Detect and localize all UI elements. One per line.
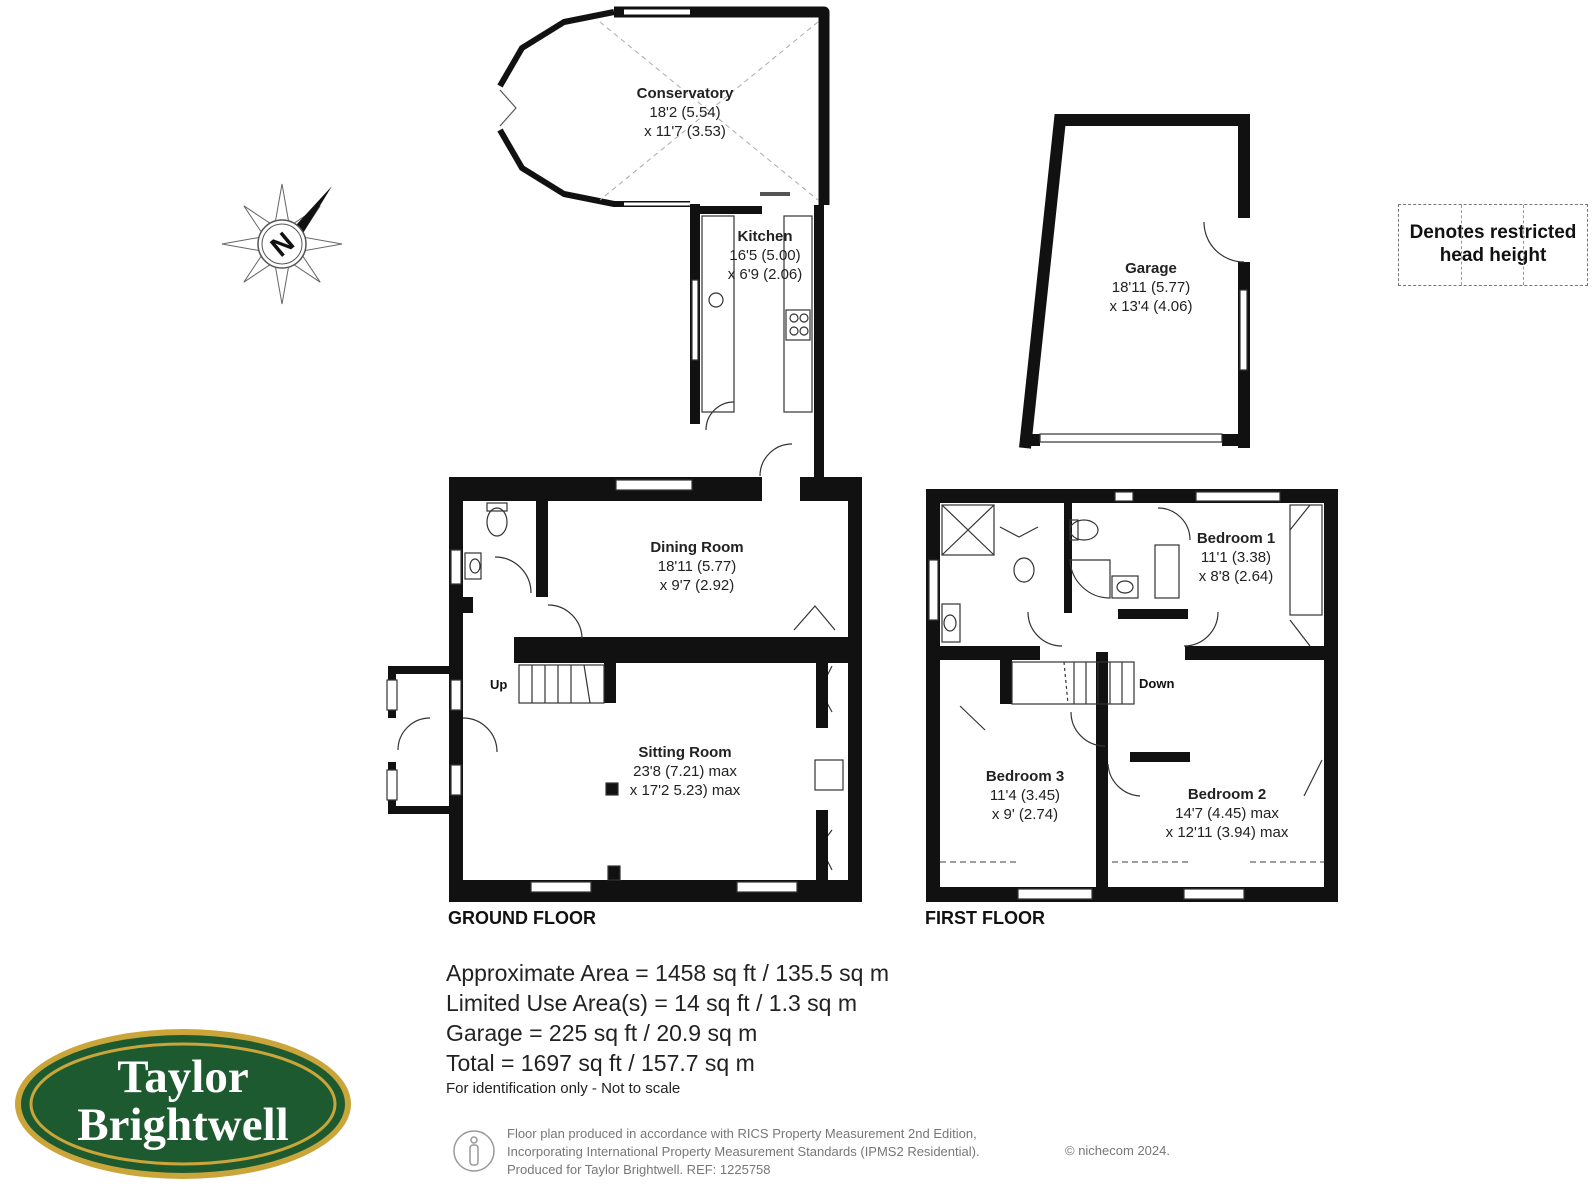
legend-line-2: head height: [1439, 245, 1547, 266]
room-dim: x 6'9 (2.06): [728, 266, 803, 283]
room-dim: 23'8 (7.21) max: [633, 763, 737, 780]
porch-windows: [386, 679, 398, 801]
conservatory-diagonals: [599, 21, 819, 201]
compass-north-icon: N: [221, 183, 343, 305]
room-dining: Dining Room 18'11 (5.77) x 9'7 (2.92): [650, 539, 743, 594]
room-dim: x 8'8 (2.64): [1199, 568, 1274, 585]
approximate-area: Approximate Area = 1458 sq ft / 135.5 sq…: [446, 960, 890, 986]
room-bedroom1: Bedroom 1 11'1 (3.38) x 8'8 (2.64): [1197, 530, 1275, 585]
room-dim: 11'4 (3.45): [990, 787, 1060, 804]
room-name: Conservatory: [637, 85, 734, 102]
room-dim: x 9'7 (2.92): [660, 577, 735, 594]
scale-note: For identification only - Not to scale: [446, 1080, 681, 1097]
logo-line-1: Taylor: [117, 1051, 249, 1103]
room-dim: 18'11 (5.77): [1112, 279, 1190, 296]
room-name: Bedroom 2: [1188, 786, 1266, 803]
room-name: Bedroom 1: [1197, 530, 1275, 547]
porch: [388, 666, 449, 814]
ground-floor-label: GROUND FLOOR: [448, 908, 596, 928]
room-kitchen: Kitchen 16'5 (5.00) x 6'9 (2.06): [728, 228, 803, 283]
taylor-brightwell-logo: Taylor Brightwell: [12, 1026, 354, 1182]
room-name: Kitchen: [737, 228, 792, 245]
footer-text: Floor plan produced in accordance with R…: [507, 1125, 980, 1179]
room-dim: x 9' (2.74): [992, 806, 1058, 823]
room-name: Bedroom 3: [986, 768, 1064, 785]
room-dim: x 12'11 (3.94) max: [1166, 824, 1289, 841]
footer-line-2: Incorporating International Property Mea…: [507, 1144, 980, 1159]
room-dim: x 17'2 5.23) max: [630, 782, 741, 799]
room-bedroom3: Bedroom 3 11'4 (3.45) x 9' (2.74): [986, 768, 1064, 823]
person-icon: [453, 1130, 495, 1172]
room-sitting: Sitting Room 23'8 (7.21) max x 17'2 5.23…: [630, 744, 741, 799]
room-dim: 18'2 (5.54): [649, 104, 720, 121]
limited-use-area: Limited Use Area(s) = 14 sq ft / 1.3 sq …: [446, 990, 857, 1016]
room-dim: 14'7 (4.45) max: [1175, 805, 1279, 822]
ground-floor-fittings: [397, 502, 844, 881]
first-floor-fittings: [940, 504, 1324, 863]
ground-floor-partitions: [463, 597, 828, 880]
legend-line-1: Denotes restricted: [1409, 222, 1577, 243]
room-dim: 18'11 (5.77): [658, 558, 736, 575]
room-name: Garage: [1125, 260, 1177, 277]
garage-openings: [1039, 221, 1248, 443]
kitchen-fittings: [691, 215, 813, 477]
room-bedroom2: Bedroom 2 14'7 (4.45) max x 12'11 (3.94)…: [1166, 786, 1289, 841]
conservatory-outline: [497, 6, 830, 207]
first-floor-label: FIRST FLOOR: [925, 908, 1045, 928]
footer-line-1: Floor plan produced in accordance with R…: [507, 1126, 977, 1141]
room-dim: x 11'7 (3.53): [644, 123, 726, 140]
room-dim: 16'5 (5.00): [729, 247, 800, 264]
logo-line-2: Brightwell: [77, 1099, 289, 1151]
stairs-down-label: Down: [1139, 676, 1174, 691]
room-conservatory: Conservatory 18'2 (5.54) x 11'7 (3.53): [637, 85, 734, 140]
room-dim: 11'1 (3.38): [1201, 549, 1271, 566]
room-name: Dining Room: [650, 539, 743, 556]
room-dim: x 13'4 (4.06): [1110, 298, 1193, 315]
restricted-head-height-legend: Denotes restricted head height: [1398, 204, 1588, 286]
footer-line-3: Produced for Taylor Brightwell. REF: 122…: [507, 1162, 771, 1177]
garage-area: Garage = 225 sq ft / 20.9 sq m: [446, 1020, 758, 1046]
first-floor-windows: [928, 491, 1281, 900]
room-name: Sitting Room: [638, 744, 731, 761]
stairs-up-label: Up: [490, 677, 507, 692]
total-area: Total = 1697 sq ft / 157.7 sq m: [446, 1050, 755, 1076]
copyright: © nichecom 2024.: [1065, 1143, 1170, 1158]
ground-floor-windows: [450, 479, 798, 893]
room-garage: Garage 18'11 (5.77) x 13'4 (4.06): [1110, 260, 1193, 315]
